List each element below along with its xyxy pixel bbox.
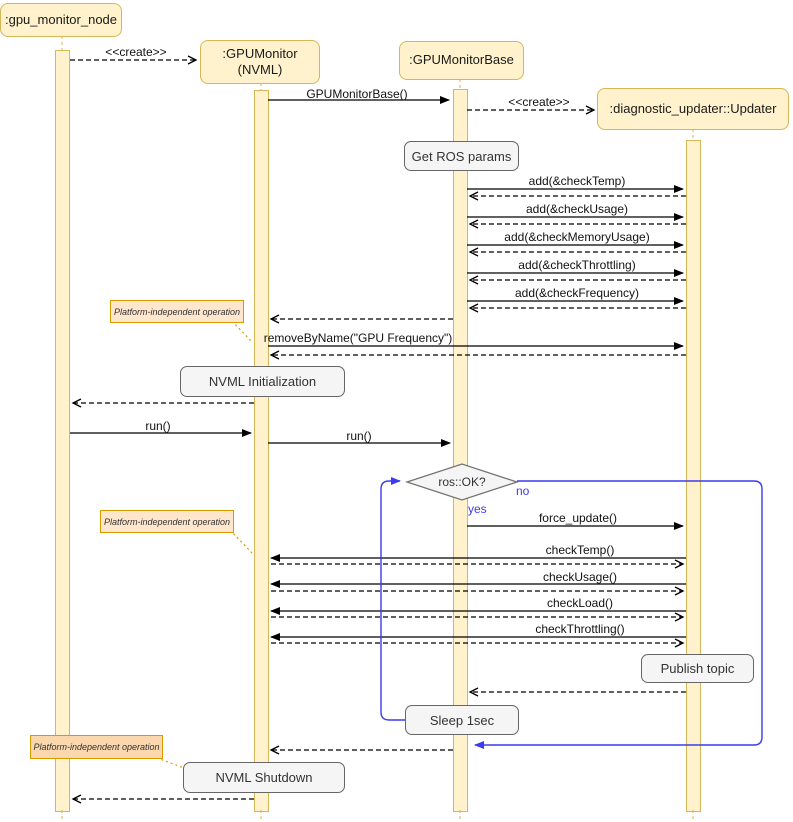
decision-condition-label: ros::OK? [438,475,486,489]
participant-label: :diagnostic_updater::Updater [609,100,777,116]
participant-label: :gpu_monitor_node [4,11,118,27]
action-nvml-initialization: NVML Initialization [180,366,345,397]
return-arrows [70,55,686,804]
note-platform-independent-3: Platform-independent operation [30,735,163,759]
participant-gpu-monitor-base: :GPUMonitorBase [399,41,524,80]
lifeline-dashes [61,36,694,820]
message-label-gpu-monitor-base-ctor: GPUMonitorBase() [306,87,408,101]
action-publish-topic: Publish topic [641,654,754,683]
note2-connector [229,529,253,554]
decision-yes-label: yes [468,502,487,516]
message-label-run-monitor: run() [346,429,372,443]
participant-gpu-monitor: :GPUMonitor (NVML) [200,40,320,84]
note-label: Platform-independent operation [33,742,160,752]
note-platform-independent-1: Platform-independent operation [110,300,244,323]
message-label-add-check-usage: add(&checkUsage) [525,202,629,216]
message-label-check-throttling: checkThrottling() [535,622,625,636]
participant-label-sub: (NVML) [237,62,283,77]
note-label: Platform-independent operation [113,306,241,317]
action-nvml-shutdown: NVML Shutdown [183,762,345,793]
decision-no-label: no [516,484,530,498]
participant-updater: :diagnostic_updater::Updater [597,88,789,130]
action-sleep: Sleep 1sec [405,705,519,735]
participant-label: :GPUMonitor [222,45,298,61]
message-label-create2: <<create>> [508,95,570,109]
participant-label: :GPUMonitorBase [409,52,514,68]
decision-diamond [404,463,520,501]
action-label: Get ROS params [411,148,512,164]
message-label-add-check-temp: add(&checkTemp) [528,174,626,188]
note1-connector [231,320,253,343]
loop-exit-edge [474,480,763,749]
message-label-remove-by-name: removeByName("GPU Frequency") [263,331,453,345]
message-label-run-node: run() [145,419,171,433]
message-label-add-check-throttling: add(&checkThrottling) [518,258,636,272]
message-label-check-temp: checkTemp() [545,543,615,557]
action-label: NVML Shutdown [215,770,313,785]
call-arrows [70,96,686,641]
message-label-add-check-frequency: add(&checkFrequency) [514,286,640,300]
action-label: Sleep 1sec [429,712,495,728]
loop-back-edge [380,477,405,721]
message-label-add-check-memory-usage: add(&checkMemoryUsage) [504,230,650,244]
action-label: Publish topic [660,661,735,676]
message-label-create1: <<create>> [105,45,167,59]
participant-gpu-monitor-node: :gpu_monitor_node [0,3,122,37]
note-label: Platform-independent operation [103,516,231,527]
note-platform-independent-2: Platform-independent operation [100,510,234,533]
message-label-check-load: checkLoad() [546,596,614,610]
loop-flow [380,477,763,749]
action-get-ros-params: Get ROS params [404,141,519,171]
message-label-check-usage: checkUsage() [542,570,618,584]
action-label: NVML Initialization [208,374,317,389]
message-label-force-update: force_update() [538,511,618,525]
